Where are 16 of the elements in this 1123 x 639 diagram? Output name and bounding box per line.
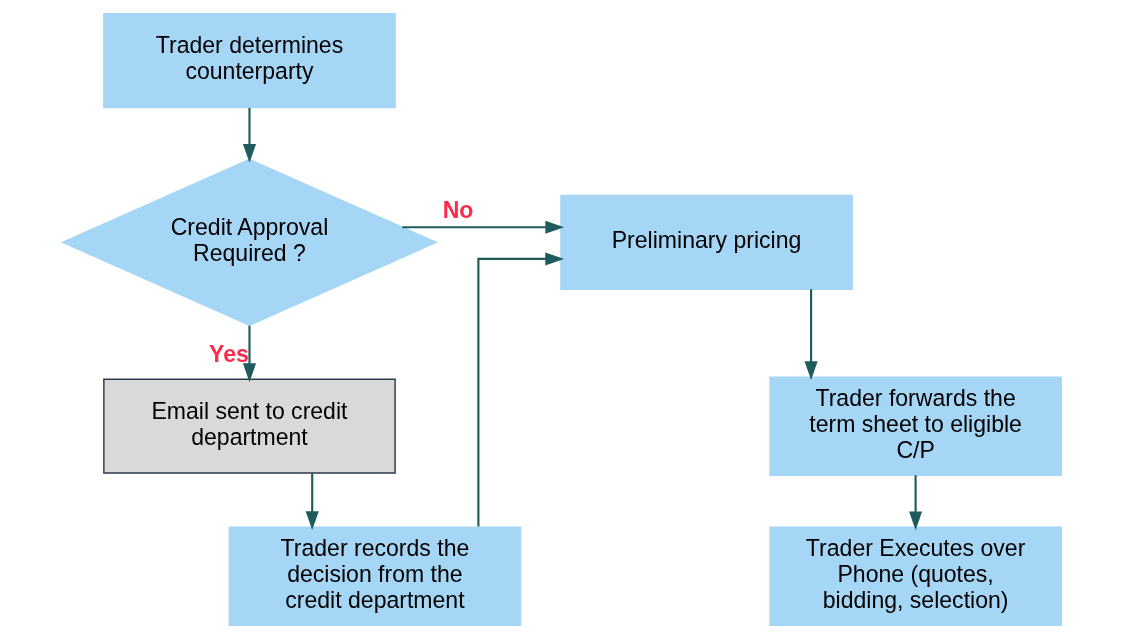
arrow	[242, 325, 256, 383]
node-box: Trader determines counterparty	[102, 13, 396, 109]
arrow	[476, 252, 564, 527]
edge-label: Yes	[208, 341, 249, 368]
node-box: Email sent to credit department	[102, 378, 396, 474]
node-box: Trader records the decision from the credit department	[228, 526, 521, 626]
arrow	[804, 289, 818, 381]
node-box: Trader forwards the term sheet to eligible C/P	[768, 376, 1062, 476]
arrow	[305, 473, 319, 530]
node-box: Trader Executes over Phone (quotes, bidding, selection)	[768, 526, 1062, 626]
arrow	[242, 107, 256, 163]
node-box: Preliminary pricing	[559, 194, 853, 290]
arrow	[401, 220, 564, 234]
edge-label: No	[442, 197, 473, 224]
arrow	[908, 475, 922, 531]
node-diamond: Credit Approval Required ?	[60, 158, 438, 327]
